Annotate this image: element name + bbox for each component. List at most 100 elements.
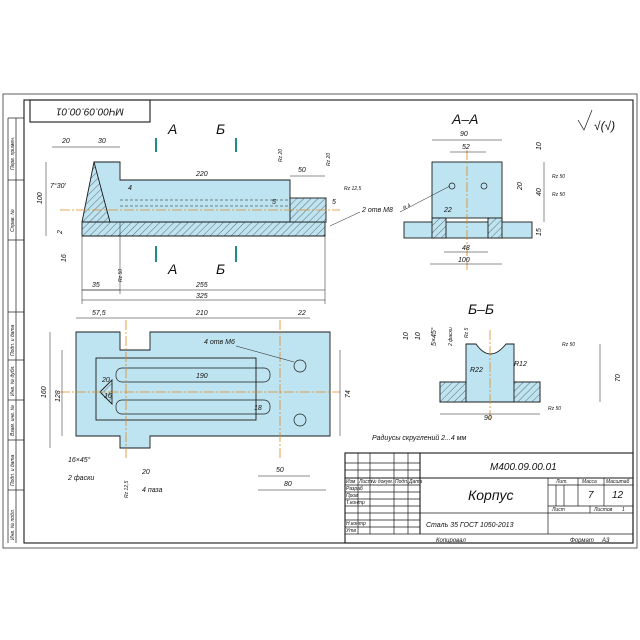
section-BB-title: Б–Б xyxy=(468,301,494,317)
inner-frame xyxy=(23,99,634,544)
role-nkontr: Н.контр xyxy=(346,521,366,527)
AA-dim-52: 52 xyxy=(462,144,470,151)
front-dim-4: 4 xyxy=(128,185,132,192)
role-tkontr: Т.контр xyxy=(346,500,365,506)
BB-dim-chamfer: 5×45° xyxy=(430,327,438,346)
AA-dim-15: 15 xyxy=(536,228,543,236)
BB-dim-10a: 10 xyxy=(403,332,410,340)
section-BB: Б–Б 10 10 5×45° R22 R12 70 90 2 фаски Rz… xyxy=(403,301,622,422)
top-callout-slots: 4 паза xyxy=(142,487,163,494)
top-callout-rz125: Rz 12,5 xyxy=(124,481,130,498)
top-callout-holes: 4 отв М6 xyxy=(204,339,235,346)
BB-callout-rz50b: Rz 50 xyxy=(548,406,561,412)
front-dim-20: 20 xyxy=(61,138,70,145)
front-dim-30: 30 xyxy=(98,138,106,145)
top-dim-128: 128 xyxy=(55,390,62,402)
copied-label: Копировал xyxy=(436,538,466,544)
AA-base-right xyxy=(487,217,503,239)
AA-callout-rz50a: Rz 50 xyxy=(552,174,565,180)
strip-label-3: Подп. и дата xyxy=(10,324,16,356)
row-h-sign: Подп. xyxy=(395,479,408,485)
row-h-date: Дата xyxy=(408,479,422,485)
cut-A-top: А xyxy=(167,121,177,137)
lit-label: Лит. xyxy=(555,479,568,485)
strip-label-4: Инв. № дубл. xyxy=(10,365,16,396)
AA-dim-90: 90 xyxy=(460,131,468,138)
front-base-section xyxy=(81,221,326,237)
front-callout-rz20b: Rz 20 xyxy=(326,153,332,166)
roughness-general: √(√) xyxy=(577,109,615,133)
AA-dim-40: 40 xyxy=(536,188,543,196)
scale-value: 12 xyxy=(612,490,624,501)
section-AA: А–А 90 52 10 20 40 22 48 100 15 Rz 50 Rz… xyxy=(399,111,565,270)
format-value: А3 xyxy=(601,538,610,544)
scale-label: Масштаб xyxy=(606,479,630,485)
top-dim-190: 190 xyxy=(196,373,208,380)
role-razrab: Разраб xyxy=(346,486,363,492)
cut-B-top: Б xyxy=(216,121,225,137)
rotated-code-box: МЧ00.09.00.01 xyxy=(29,99,151,123)
front-dim-220: 220 xyxy=(195,171,208,178)
roughness-symbol: √(√) xyxy=(594,119,615,133)
top-dim-chamfer: 16×45° xyxy=(68,456,91,464)
title-material: Сталь 35 ГОСТ 1050-2013 xyxy=(426,522,514,529)
front-dim-angle: 7°30' xyxy=(50,182,66,190)
strip-label-5: Взам. инв. № xyxy=(10,404,16,436)
AA-dim-48: 48 xyxy=(462,245,470,252)
role-prov: Пров xyxy=(346,493,358,499)
row-h-doc: № докум. xyxy=(371,479,393,485)
rotated-code: МЧ00.09.00.01 xyxy=(56,105,124,116)
BB-base-left xyxy=(439,381,467,403)
title-name: Корпус xyxy=(468,487,514,503)
top-slot-upper xyxy=(115,367,271,383)
AA-base-left xyxy=(431,217,447,239)
strip-label-7: Инв. № подл. xyxy=(10,509,16,540)
side-strip: Перв. примен. Справ. № Подп. и дата Инв.… xyxy=(7,117,24,543)
BB-dim-R12: R12 xyxy=(514,361,527,368)
front-dim-35: 35 xyxy=(92,282,100,289)
top-dim-575: 57,5 xyxy=(92,310,106,317)
top-dim-22: 22 xyxy=(297,310,306,317)
BB-callout-rz50a: Rz 50 xyxy=(562,342,575,348)
front-callout-rz125: Rz 12,5 xyxy=(344,186,361,192)
cut-B-bottom: Б xyxy=(216,261,225,277)
top-view: 57,5 210 22 190 20 16 18 128 160 74 16×4… xyxy=(41,310,352,498)
AA-base xyxy=(403,221,533,239)
sheets-value: 1 xyxy=(622,507,625,513)
mass-label: Масса xyxy=(582,479,597,485)
front-view: А Б А Б 20 30 220 50 4 7°30' 100 5 5 35 … xyxy=(37,121,393,304)
row-h-list: Лист xyxy=(358,479,372,485)
AA-dim-10: 10 xyxy=(536,142,543,150)
AA-callout-rz50b: Rz 50 xyxy=(552,192,565,198)
BB-dim-70: 70 xyxy=(615,374,622,382)
front-dim-5a: 5 xyxy=(272,199,276,206)
BB-dim-10b: 10 xyxy=(415,332,422,340)
sheet-label: Лист xyxy=(551,507,565,513)
top-callout-chamfers: 2 фаски xyxy=(67,475,94,482)
front-callout-holes: 2 отв М8 xyxy=(361,207,393,214)
general-note: Радиусы скруглений 2...4 мм xyxy=(372,434,467,442)
top-dim-160: 160 xyxy=(41,386,48,398)
outer-frame xyxy=(2,93,638,549)
BB-dim-90: 90 xyxy=(484,415,492,422)
title-code: М400.09.00.01 xyxy=(490,462,557,473)
strip-label-1: Перв. примен. xyxy=(10,137,16,170)
front-callout-rz50: Rz 50 xyxy=(118,269,124,282)
section-AA-title: А–А xyxy=(451,111,478,127)
BB-callout-rz5: Rz 5 xyxy=(464,328,470,339)
front-dim-5b: 5 xyxy=(332,199,336,206)
AA-dim-100: 100 xyxy=(458,257,470,264)
BB-dim-R22: R22 xyxy=(470,367,483,374)
strip-label-2: Справ. № xyxy=(10,209,16,232)
role-utv: Утв xyxy=(346,528,356,534)
mass-value: 7 xyxy=(588,490,594,501)
top-dim-20: 20 xyxy=(101,377,110,384)
strip-label-6: Подп. и дата xyxy=(10,454,16,486)
top-inner-pocket xyxy=(95,357,257,421)
front-dim-50: 50 xyxy=(298,167,306,174)
top-dim-74: 74 xyxy=(345,390,352,398)
BB-callout-chamfers: 2 фаски xyxy=(448,327,454,347)
top-dim-20b: 20 xyxy=(141,469,150,476)
top-dim-50: 50 xyxy=(276,467,284,474)
front-dim-255: 255 xyxy=(195,282,208,289)
